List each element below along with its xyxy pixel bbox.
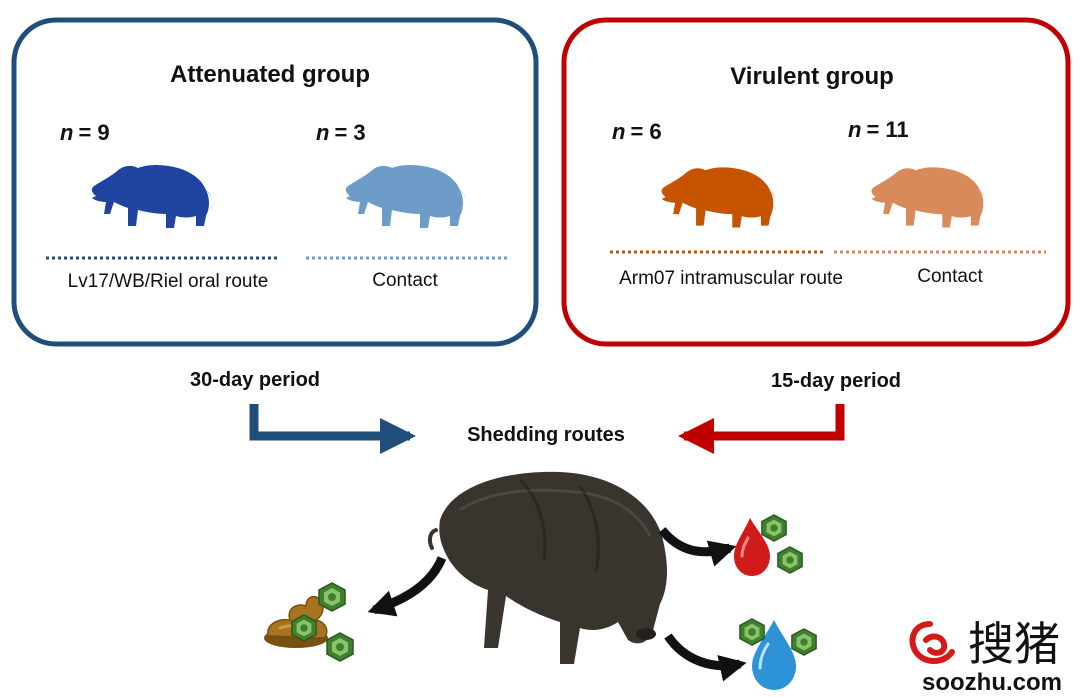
virus-particle-icon [318, 582, 346, 612]
attenuated-period-label: 30-day period [190, 369, 320, 391]
attenuated-group-border [11, 17, 539, 347]
virus-particle-icon [326, 632, 354, 662]
attenuated-group-panel: Attenuated group n= 9 n= 3 Lv17/WB/Riel … [11, 17, 539, 347]
virulent-flow-arrow [678, 404, 845, 454]
attenuated-flow-arrow [249, 404, 416, 454]
attenuated-left-route: Lv17/WB/Riel oral route [68, 271, 269, 292]
blood-drop-icon [734, 518, 770, 576]
virulent-right-route: Contact [917, 266, 983, 287]
blood-drop-highlight [740, 536, 750, 558]
watermark-url: soozhu.com [922, 669, 1062, 696]
watermark-chinese: 搜猪 [968, 617, 1060, 671]
fluid-drop-highlight [758, 642, 770, 670]
attenuated-right-n: n= 3 [316, 120, 366, 145]
fluid-shedding-arrow [664, 633, 747, 682]
virulent-group-panel: Virulent group n= 6 n= 11 Arm07 intramus… [561, 17, 1071, 347]
watermark-logo-icon [909, 621, 955, 664]
fluid-drop-icon [752, 620, 796, 690]
virulent-period-label: 15-day period [771, 370, 901, 392]
virus-particle-icon [291, 614, 317, 642]
virus-particle-icon [761, 514, 787, 542]
virulent-group-title: Virulent group [730, 63, 894, 90]
wild-boar-icon [427, 471, 667, 664]
virulent-right-n: n= 11 [848, 117, 909, 142]
virus-particle-icon [777, 546, 803, 574]
shedding-routes-label: Shedding routes [467, 424, 625, 446]
feces-shedding-arrow [367, 556, 447, 617]
virulent-group-border [561, 17, 1071, 347]
watermark: 搜猪 soozhu.com [909, 617, 1062, 696]
attenuated-group-title: Attenuated group [170, 61, 370, 88]
attenuated-right-route: Contact [372, 270, 438, 291]
attenuated-left-n: n= 9 [60, 120, 110, 145]
virus-particle-icon [791, 628, 817, 656]
virulent-left-route: Arm07 intramuscular route [619, 268, 843, 289]
virus-particle-icon [739, 618, 765, 646]
virulent-left-n: n= 6 [612, 119, 662, 144]
blood-shedding-arrow [658, 527, 737, 567]
